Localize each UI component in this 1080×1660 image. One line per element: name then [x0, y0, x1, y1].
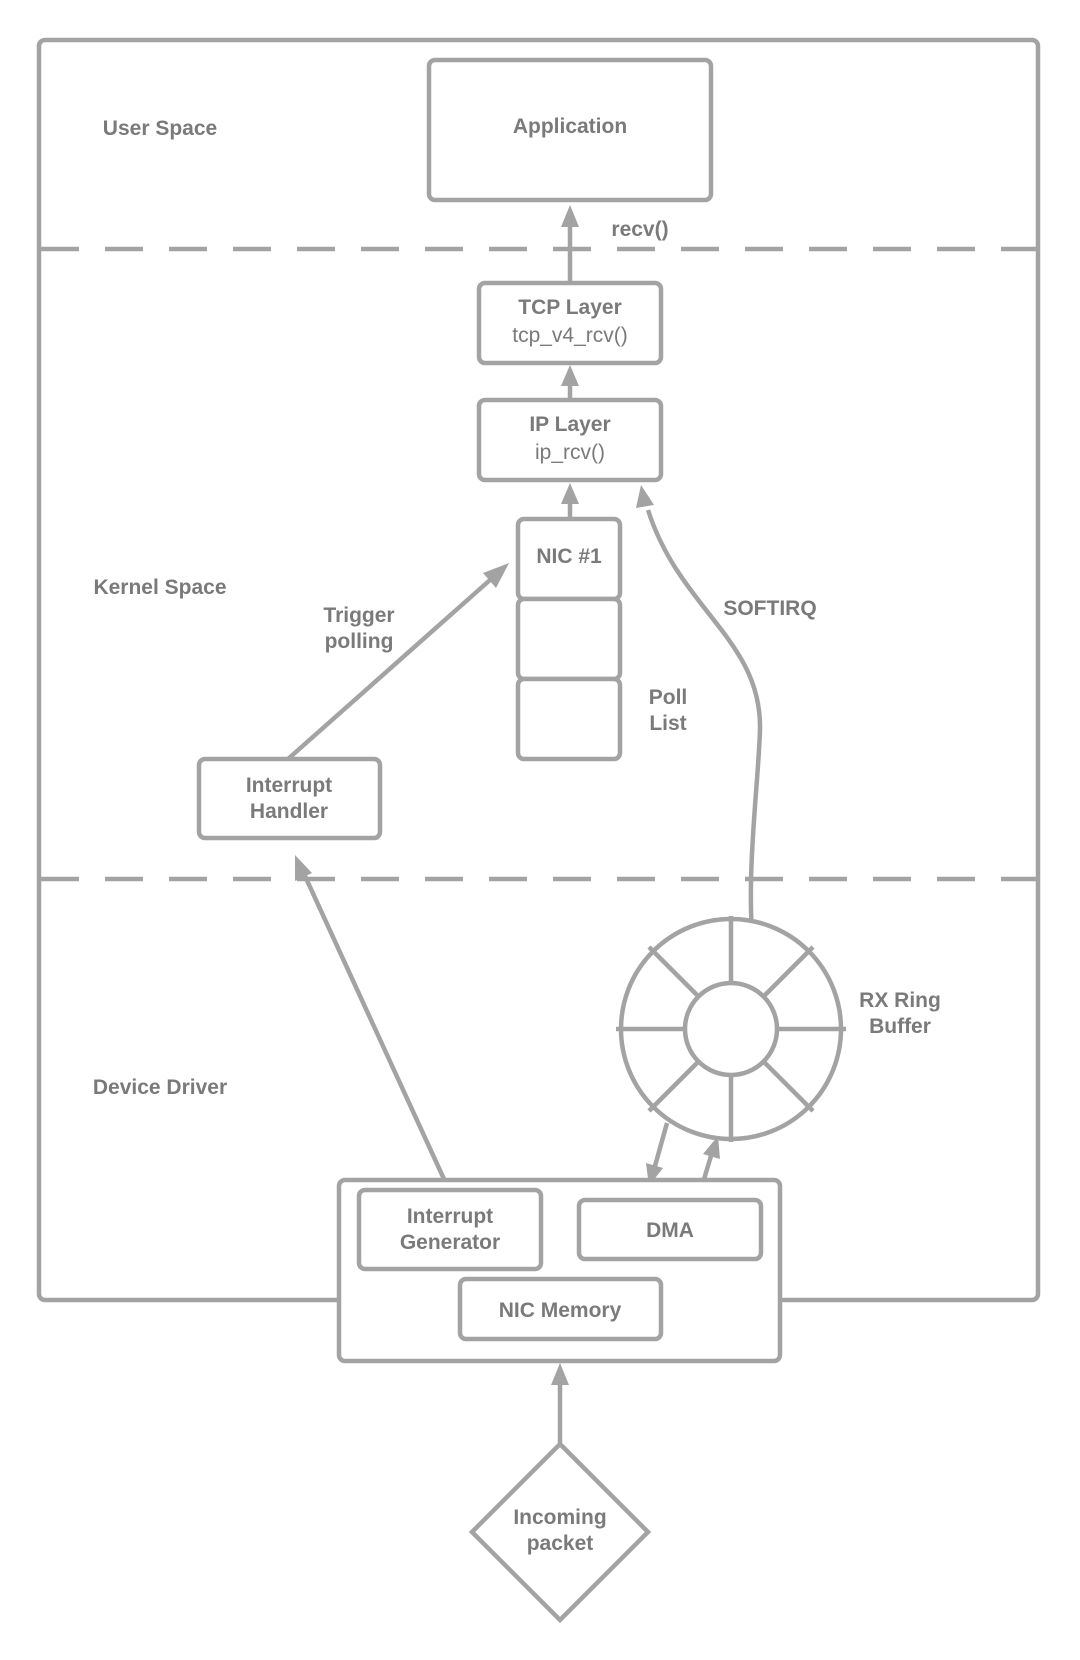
- region-label-device-driver: Device Driver: [93, 1076, 227, 1099]
- nic-memory-label: NIC Memory: [499, 1299, 622, 1322]
- tcp-layer-title: TCP Layer: [518, 296, 622, 319]
- rx-ring-spoke-se: [761, 1059, 815, 1113]
- rx-ring-buffer-label-line-2: Buffer: [869, 1015, 931, 1038]
- rx-ring-spoke-ne: [761, 945, 815, 999]
- trigger-polling-arrow-line: [286, 578, 492, 761]
- application-box: [426, 57, 714, 203]
- recv-arrow-head: [561, 205, 579, 227]
- incoming-packet-arrow-head: [551, 1363, 569, 1385]
- interrupt-handler-label-line-1: Interrupt: [246, 774, 332, 797]
- dma-box: [576, 1197, 764, 1262]
- dma-label: DMA: [646, 1219, 694, 1242]
- softirq-arrow-head: [636, 485, 654, 508]
- rx-ring-spoke-sw: [647, 1059, 701, 1113]
- dma-to-ring-arrow-head: [703, 1136, 720, 1159]
- ip-layer-function: ip_rcv(): [535, 441, 605, 464]
- region-label-kernel-space: Kernel Space: [93, 576, 226, 599]
- incoming-packet-label-line-2: packet: [527, 1532, 594, 1555]
- poll-list-slot-3: [515, 676, 623, 762]
- interrupt-generator-label-line-2: Generator: [400, 1231, 500, 1254]
- rx-ring-buffer: [616, 916, 846, 1142]
- rx-ring-spoke-nw: [647, 945, 701, 999]
- trigger-polling-label-line-2: polling: [325, 630, 394, 653]
- interrupt-handler-box: [196, 756, 383, 841]
- softirq-label: SOFTIRQ: [723, 597, 816, 620]
- interrupt-handler-label-line-2: Handler: [250, 800, 328, 823]
- interrupt-generator-box: [356, 1187, 544, 1272]
- ip-layer-box: [476, 397, 664, 483]
- tcp-layer-box: [476, 280, 664, 366]
- ip-layer-title: IP Layer: [529, 413, 610, 436]
- application-label: Application: [513, 115, 627, 138]
- softirq-arrow-line: [645, 509, 763, 956]
- nic-to-ip-arrow-head: [561, 483, 579, 504]
- trigger-polling-arrow-head: [483, 563, 509, 588]
- poll-list-label-line-1: Poll: [649, 686, 688, 709]
- incoming-packet-diamond: [468, 1440, 652, 1624]
- poll-list-label-line-2: List: [649, 712, 686, 735]
- trigger-polling-label-line-1: Trigger: [323, 604, 394, 627]
- region-label-user-space: User Space: [103, 117, 217, 140]
- interrupt-generator-label-line-1: Interrupt: [407, 1205, 493, 1228]
- nic-memory-box: [457, 1276, 664, 1342]
- ring-to-dma-arrow-line: [652, 1122, 670, 1167]
- nic-1-label: NIC #1: [536, 545, 602, 568]
- incoming-packet-label-line-1: Incoming: [513, 1506, 606, 1529]
- interrupt-generator-to-handler-line: [302, 875, 452, 1191]
- recv-call-label: recv(): [611, 218, 668, 241]
- interrupt-generator-to-handler-head: [295, 855, 312, 881]
- poll-list-slot-2: [515, 596, 623, 682]
- ip-to-tcp-arrow-head: [561, 365, 579, 386]
- rx-ring-buffer-label-line-1: RX Ring: [859, 989, 941, 1012]
- tcp-layer-function: tcp_v4_rcv(): [512, 324, 628, 347]
